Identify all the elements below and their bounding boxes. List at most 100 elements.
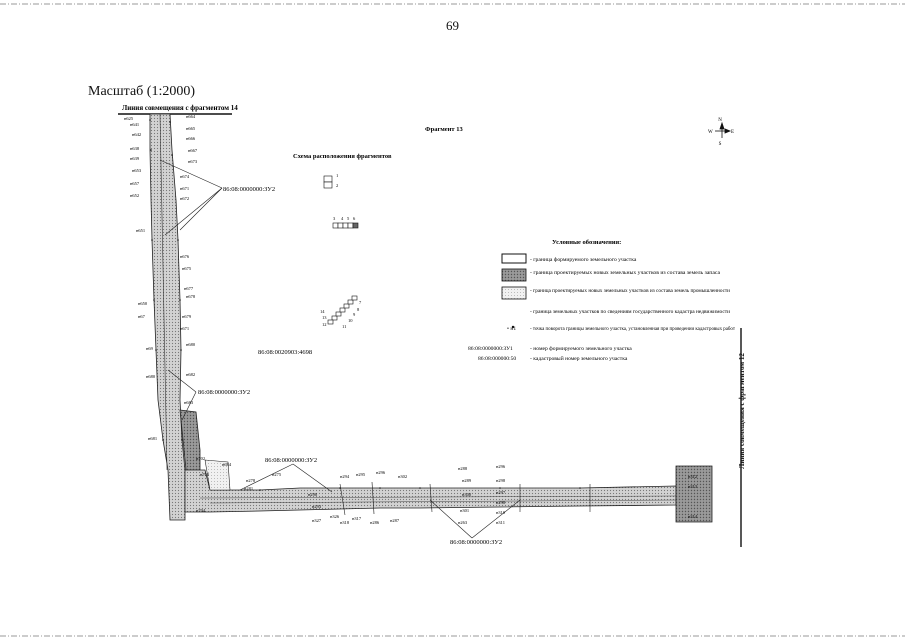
point-label: н677 xyxy=(184,286,194,291)
point-label: н67 xyxy=(138,314,146,319)
point-label: н680 xyxy=(186,342,196,347)
legend-point-icon xyxy=(511,325,515,329)
scheme-number: 14 xyxy=(320,309,325,314)
scheme-number: 1 xyxy=(336,173,338,178)
point-label: н665 xyxy=(186,126,196,131)
point-labels-left: н625 н641 н642 н638 н639 н653 н657 н652 … xyxy=(124,116,210,513)
point-label: н679 xyxy=(182,314,192,319)
parcel-label: 86:08:0000000:ЗУ2 xyxy=(450,539,502,546)
compass-n: N xyxy=(718,118,722,123)
point-label: н289 xyxy=(462,478,472,483)
point-label: н625 xyxy=(124,116,134,121)
point-label: н674 xyxy=(180,174,190,179)
scheme-number: 4 xyxy=(341,216,344,221)
legend-symbol-dark xyxy=(501,268,527,282)
legend-symbol-label: • н1 xyxy=(507,326,516,332)
point-label: н684 xyxy=(222,462,232,467)
point-markers xyxy=(149,119,581,491)
point-label: н302 xyxy=(398,474,407,479)
point-label: н653 xyxy=(132,168,142,173)
point-label: н672 xyxy=(180,196,189,201)
point-label: н702 xyxy=(196,456,205,461)
point-label: н675 xyxy=(182,266,192,271)
legend-symbol-label: 86:08:0000000:ЗУ1 xyxy=(468,346,513,352)
compass-e: E xyxy=(731,130,734,135)
scheme-number: 12 xyxy=(322,322,327,327)
scheme-number: 9 xyxy=(353,312,356,317)
point-label: н680 xyxy=(146,374,156,379)
legend-text: - точка поворота границы земельного учас… xyxy=(530,325,735,332)
point-label: н652 xyxy=(130,193,139,198)
point-label: н281 xyxy=(244,486,253,491)
scheme-number: 7 xyxy=(359,300,362,305)
point-label: н664 xyxy=(186,114,196,119)
scheme-number: 11 xyxy=(342,324,346,329)
point-label: н639 xyxy=(130,156,140,161)
scheme-number: 6 xyxy=(353,216,356,221)
point-label: н651 xyxy=(136,228,145,233)
junction-parcel xyxy=(204,459,231,491)
point-label: н278 xyxy=(246,478,256,483)
scheme-number: 5 xyxy=(347,216,350,221)
scale-label: Масштаб (1:2000) xyxy=(88,84,195,99)
legend-symbol-white xyxy=(501,253,527,264)
scheme-number: 8 xyxy=(357,307,360,312)
point-label: н681 xyxy=(148,436,157,441)
page-number: 69 xyxy=(446,18,459,33)
fragment-scheme xyxy=(323,175,359,325)
point-label: н295 xyxy=(356,472,366,477)
point-label: н293 xyxy=(312,504,322,509)
point-label: н638 xyxy=(130,146,140,151)
point-label: н327 xyxy=(312,518,322,523)
point-label: н310 xyxy=(496,510,506,515)
parcel-label: 86:08:0000000:ЗУ2 xyxy=(198,389,250,396)
point-label: н312 xyxy=(688,474,697,479)
legend-text: - граница земельных участков по сведения… xyxy=(530,309,730,315)
point-labels-bottom: н275 н278 н281 н290 н294 н295 н296 н293 … xyxy=(244,464,698,525)
point-label: н671 xyxy=(180,326,189,331)
point-label: н642 xyxy=(132,132,141,137)
point-label: н671 xyxy=(180,186,189,191)
point-label: н311 xyxy=(496,520,505,525)
legend-text: - граница проектируемых новых земельных … xyxy=(530,288,730,294)
point-label: н313 xyxy=(688,484,698,489)
point-label: н704 xyxy=(196,508,206,513)
point-label: н294 xyxy=(340,474,350,479)
compass-s: S xyxy=(719,142,722,147)
point-label: н286 xyxy=(370,520,380,525)
point-label: н314 xyxy=(688,514,698,519)
corridor-line-2 xyxy=(209,499,677,504)
point-label: н678 xyxy=(186,294,196,299)
corridor-cross-lines xyxy=(339,481,591,516)
scheme-title: Схема расположения фрагментов xyxy=(293,153,392,160)
corridor-line-1 xyxy=(199,495,677,499)
legend-title: Условные обозначения: xyxy=(552,239,621,246)
point-label: н288 xyxy=(458,466,468,471)
point-label: н298 xyxy=(496,500,506,505)
legend-text: - номер формируемого земельного участка xyxy=(530,345,632,352)
point-label: н318 xyxy=(340,520,350,525)
end-parcel xyxy=(675,465,713,523)
scheme-number: 10 xyxy=(348,318,353,323)
point-label: н673 xyxy=(188,159,198,164)
legend-text: - граница формируемого земельного участк… xyxy=(530,256,637,263)
point-label: н683 xyxy=(184,400,194,405)
point-label: н641 xyxy=(130,122,139,127)
point-label: н296 xyxy=(496,464,506,469)
point-label: н297 xyxy=(496,490,506,495)
compass-w: W xyxy=(708,130,713,135)
top-alignment-label: Линия совмещения с фрагментом 14 xyxy=(122,104,238,112)
point-label: н667 xyxy=(188,148,198,153)
point-label: н326 xyxy=(330,514,340,519)
side-alignment-label: Линия совмещения с фрагментом 12 xyxy=(738,353,746,469)
legend-text: - граница проектируемых новых земельных … xyxy=(530,270,721,276)
point-label: н676 xyxy=(180,254,190,259)
corridor-centerline xyxy=(159,113,168,471)
legend-symbol-label: 86:08:000000:50 xyxy=(478,356,516,362)
scheme-number: 13 xyxy=(322,315,327,320)
vertical-corridor xyxy=(149,113,186,521)
point-label: н703 xyxy=(200,472,210,477)
parcel-label: 86:08:0000000:ЗУ2 xyxy=(223,186,275,193)
